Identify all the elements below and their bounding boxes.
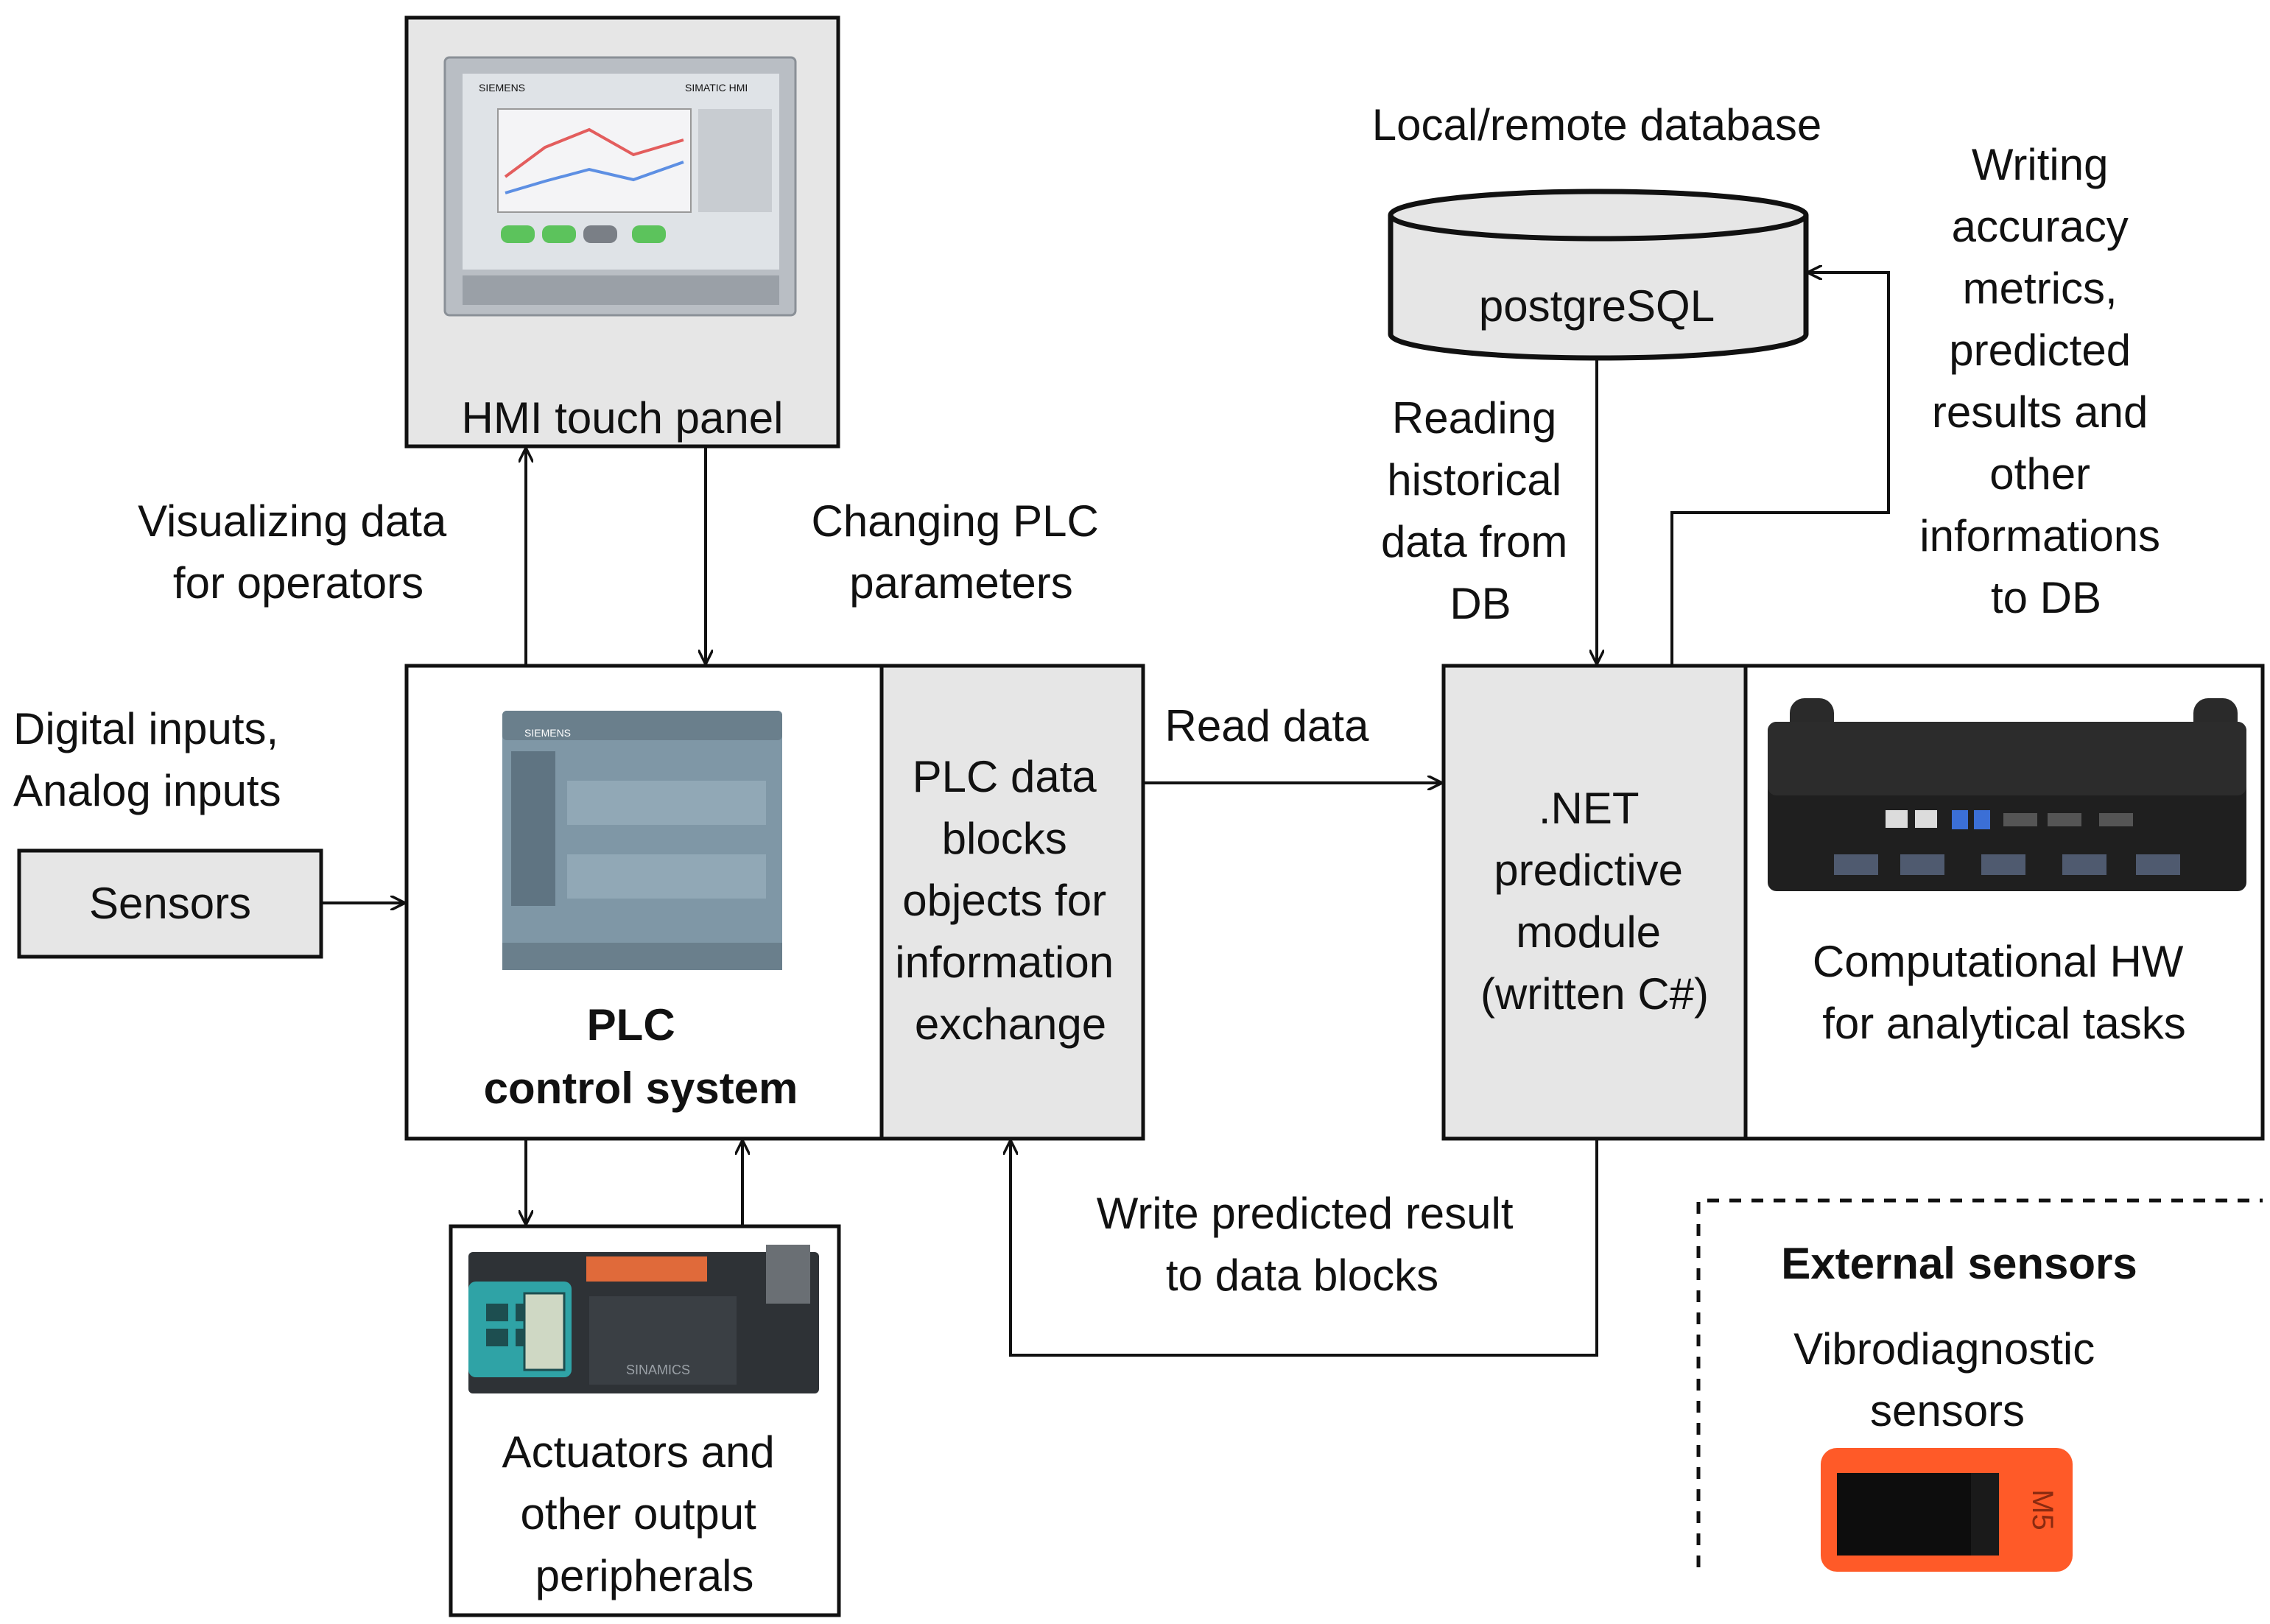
hmi-model: SIMATIC HMI (685, 82, 748, 94)
arrow-write-predicted (1011, 1139, 1598, 1357)
hmi-device-image: SIEMENS SIMATIC HMI (443, 56, 797, 317)
changing-parameters-label: Changing PLC parameters (812, 496, 1111, 608)
computational-hw-image (1768, 698, 2246, 891)
m5-logo: M5 (2026, 1489, 2059, 1530)
database-title: Local/remote database (1372, 100, 1821, 150)
plc-label: PLC control system (484, 1000, 798, 1113)
plc-data-blocks-label: PLC data blocks objects for information … (895, 752, 1125, 1049)
visualizing-label: Visualizing data for operators (138, 496, 459, 608)
external-sensors-title: External sensors (1781, 1239, 2137, 1288)
hmi-brand: SIEMENS (479, 82, 525, 94)
inputs-label: Digital inputs, Analog inputs (13, 704, 291, 815)
hmi-label: HMI touch panel (462, 393, 784, 443)
postgresql-label: postgreSQL (1479, 281, 1715, 331)
arrow-net-to-db (1670, 273, 1890, 666)
connectors (321, 273, 1890, 1357)
writing-metrics-label: Writing accuracy metrics, predicted resu… (1919, 140, 2172, 622)
reading-historical-label: Reading historical data from DB (1381, 393, 1580, 628)
net-module-label: .NET predictive module (written C#) (1480, 784, 1709, 1019)
sensors-box: Sensors (17, 848, 323, 959)
hmi-panel: SIEMENS SIMATIC HMI HMI touch panel (404, 15, 840, 449)
plc-box: SIEMENS PLC control system PLC data bloc… (404, 664, 1145, 1141)
plc-device-image: SIEMENS (502, 711, 782, 970)
read-data-label: Read data (1165, 701, 1370, 751)
vibro-sensor-image: M5 (1821, 1448, 2073, 1572)
vibro-label: Vibrodiagnostic sensors (1793, 1324, 2107, 1435)
plc-brand: SIEMENS (524, 727, 571, 739)
sensors-label: Sensors (89, 879, 251, 928)
write-predicted-label: Write predicted result to data blocks (1097, 1189, 1525, 1300)
drive-brand: SINAMICS (626, 1363, 690, 1377)
external-sensors-region: External sensors Vibrodiagnostic sensors… (1696, 1198, 2263, 1572)
analytics-box: .NET predictive module (written C#) Comp… (1441, 664, 2265, 1141)
computational-hw-label: Computational HW for analytical tasks (1813, 937, 2196, 1048)
actuators-label: Actuators and other output peripherals (502, 1427, 787, 1600)
actuators-box: SINAMICS Actuators and other output peri… (449, 1224, 841, 1617)
postgresql-database: postgreSQL (1388, 189, 1809, 361)
drive-device-image: SINAMICS (468, 1245, 819, 1393)
